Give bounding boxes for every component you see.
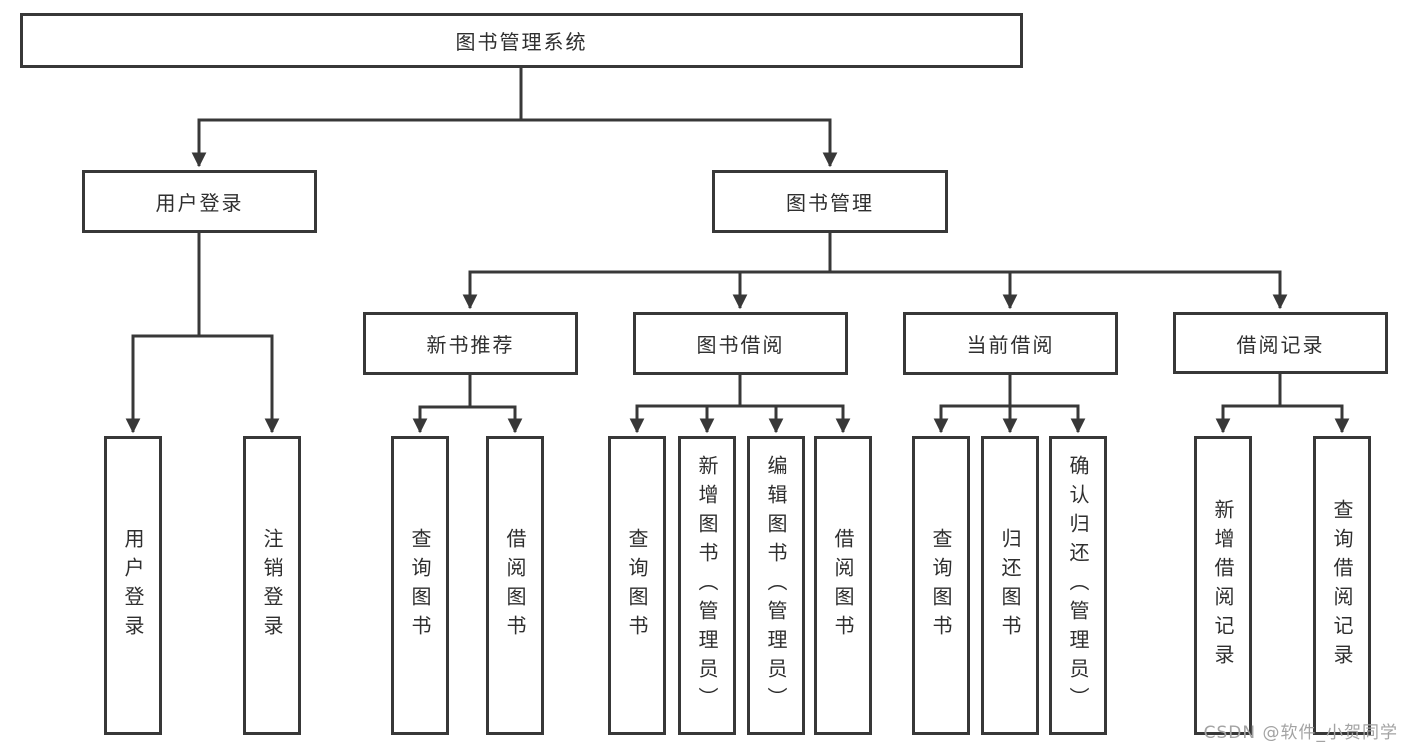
node-label: 查询图书 bbox=[929, 527, 953, 644]
node-new-book-recommend: 新书推荐 bbox=[363, 312, 578, 375]
node-label: 编辑图书（管理员） bbox=[764, 455, 788, 716]
leaf-query-books-recommend: 查询图书 bbox=[391, 436, 449, 735]
leaf-edit-books-admin: 编辑图书（管理员） bbox=[747, 436, 805, 735]
node-library-management-system: 图书管理系统 bbox=[20, 13, 1023, 68]
node-label: 注销登录 bbox=[260, 527, 284, 644]
node-label: 新增借阅记录 bbox=[1211, 498, 1235, 673]
node-current-borrowing: 当前借阅 bbox=[903, 312, 1118, 375]
node-label: 借阅图书 bbox=[831, 527, 855, 644]
node-label: 确认归还（管理员） bbox=[1066, 455, 1090, 716]
node-label: 归还图书 bbox=[998, 527, 1022, 644]
node-label: 图书管理系统 bbox=[455, 30, 588, 54]
node-label: 查询借阅记录 bbox=[1330, 498, 1354, 673]
node-label: 借阅图书 bbox=[503, 527, 527, 644]
node-label: 用户登录 bbox=[155, 191, 244, 215]
node-label: 查询图书 bbox=[625, 527, 649, 644]
leaf-query-books-borrowing: 查询图书 bbox=[608, 436, 666, 735]
leaf-add-books-admin: 新增图书（管理员） bbox=[678, 436, 736, 735]
leaf-borrow-books: 借阅图书 bbox=[814, 436, 872, 735]
leaf-query-borrowing-record: 查询借阅记录 bbox=[1313, 436, 1371, 735]
csdn-watermark: CSDN @软件_小贺同学 bbox=[1203, 723, 1398, 743]
leaf-confirm-return-admin: 确认归还（管理员） bbox=[1049, 436, 1107, 735]
node-book-management: 图书管理 bbox=[712, 170, 948, 233]
node-label: 图书管理 bbox=[786, 191, 874, 215]
leaf-borrow-books-recommend: 借阅图书 bbox=[486, 436, 544, 735]
node-book-borrowing: 图书借阅 bbox=[633, 312, 848, 375]
node-borrowing-records: 借阅记录 bbox=[1173, 312, 1388, 374]
node-label: 查询图书 bbox=[408, 527, 432, 644]
node-label: 借阅记录 bbox=[1236, 332, 1325, 357]
leaf-query-books-current: 查询图书 bbox=[912, 436, 970, 735]
node-label: 用户登录 bbox=[121, 527, 145, 644]
node-user-login: 用户登录 bbox=[82, 170, 317, 233]
node-label: 当前借阅 bbox=[966, 333, 1055, 357]
leaf-add-borrowing-record: 新增借阅记录 bbox=[1194, 436, 1252, 735]
node-label: 图书借阅 bbox=[696, 333, 785, 357]
leaf-user-login: 用户登录 bbox=[104, 436, 162, 735]
node-label: 新增图书（管理员） bbox=[695, 455, 719, 716]
node-label: 新书推荐 bbox=[426, 333, 515, 357]
leaf-return-books: 归还图书 bbox=[981, 436, 1039, 735]
leaf-logout: 注销登录 bbox=[243, 436, 301, 735]
